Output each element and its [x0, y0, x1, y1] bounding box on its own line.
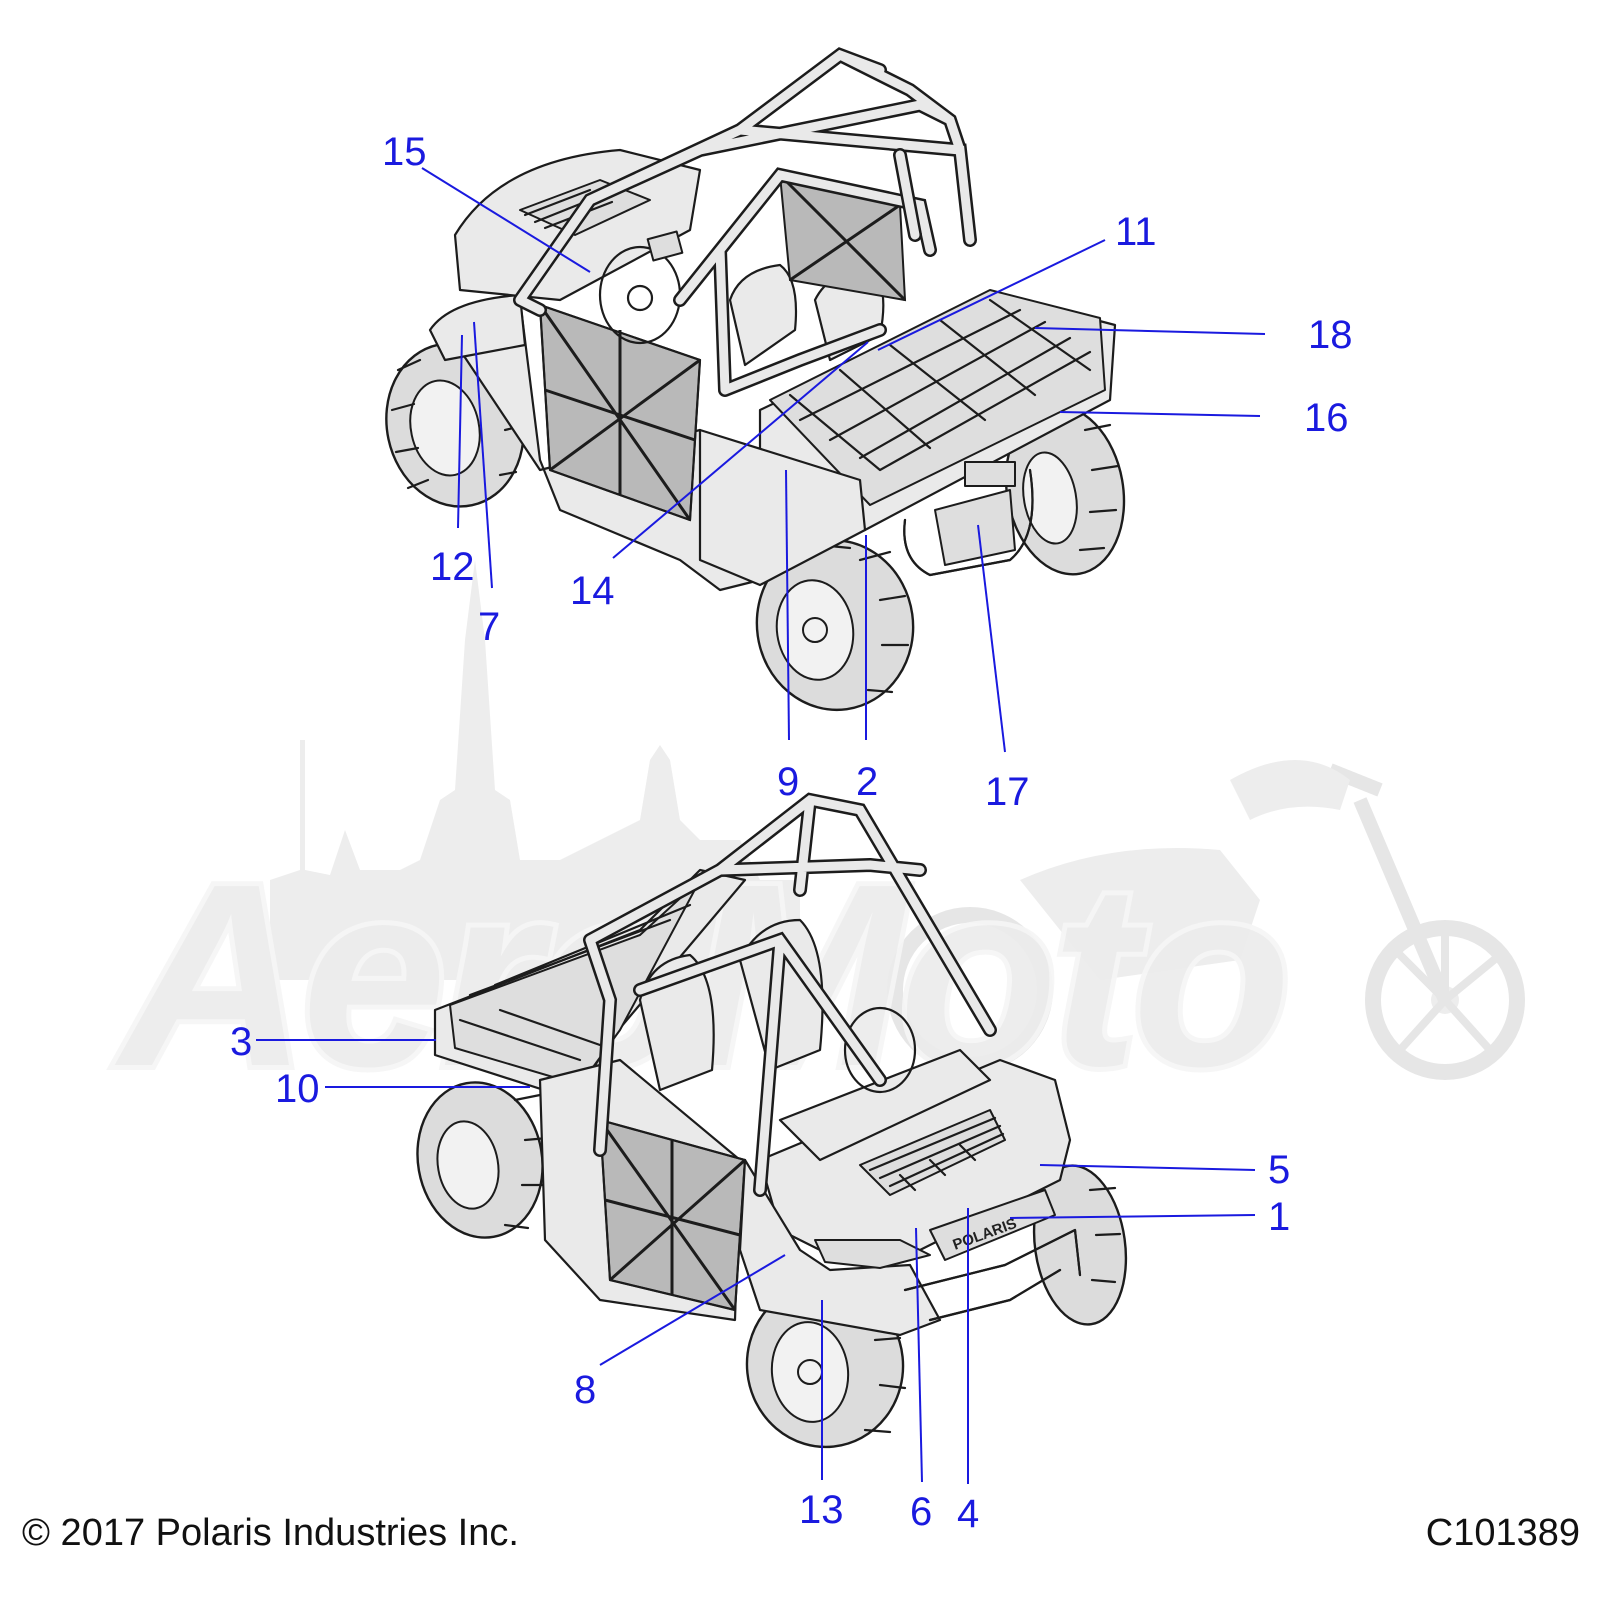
leader-lines	[256, 167, 1266, 1484]
leader-1	[1009, 1214, 1256, 1219]
callout-16: 16	[1304, 396, 1349, 440]
leader-5	[1039, 1164, 1256, 1171]
leader-16	[1059, 411, 1261, 417]
leader-6	[915, 1227, 923, 1483]
callout-5: 5	[1268, 1148, 1290, 1192]
copyright-notice: © 2017 Polaris Industries Inc.	[22, 1512, 519, 1554]
door-mesh-front-view	[598, 1118, 747, 1312]
callout-8: 8	[574, 1368, 596, 1412]
leader-18	[1034, 327, 1266, 335]
callout-6: 6	[910, 1490, 932, 1534]
leader-11	[877, 239, 1106, 351]
watermark-motorcycle	[887, 760, 1525, 1080]
callout-18: 18	[1308, 313, 1353, 357]
vehicle-rear-view	[385, 47, 1126, 712]
callout-4: 4	[957, 1492, 979, 1536]
callout-17: 17	[985, 770, 1030, 814]
leader-8	[599, 1254, 786, 1366]
callout-9: 9	[777, 760, 799, 804]
callout-3: 3	[230, 1020, 252, 1064]
callout-1: 1	[1268, 1195, 1290, 1239]
callout-14: 14	[570, 569, 615, 613]
callout-labels: 15 11 18 16 12 7 14 9 2 17 3 10 5 1 8 13…	[230, 130, 1353, 1536]
leader-15	[421, 167, 591, 273]
callout-15: 15	[382, 130, 427, 174]
callout-11: 11	[1115, 210, 1157, 254]
vehicle-front-view: POLARIS	[416, 792, 1128, 1449]
cargo-bed	[698, 289, 1117, 587]
leader-17	[977, 524, 1006, 753]
callout-10: 10	[275, 1067, 320, 1111]
callout-2: 2	[856, 760, 878, 804]
leader-9	[785, 469, 790, 741]
callout-12: 12	[430, 545, 475, 589]
roll-cage-rear-view	[513, 47, 977, 397]
leader-7	[473, 321, 493, 589]
callout-13: 13	[799, 1488, 844, 1532]
leader-14	[612, 341, 869, 559]
rear-left-wheel	[755, 538, 915, 712]
callout-7: 7	[478, 605, 500, 649]
rear-wheel-front-view	[416, 1081, 550, 1239]
leader-12	[457, 334, 463, 529]
roll-cage-front-view	[583, 792, 997, 1197]
diagram-code: C101389	[1425, 1512, 1580, 1554]
